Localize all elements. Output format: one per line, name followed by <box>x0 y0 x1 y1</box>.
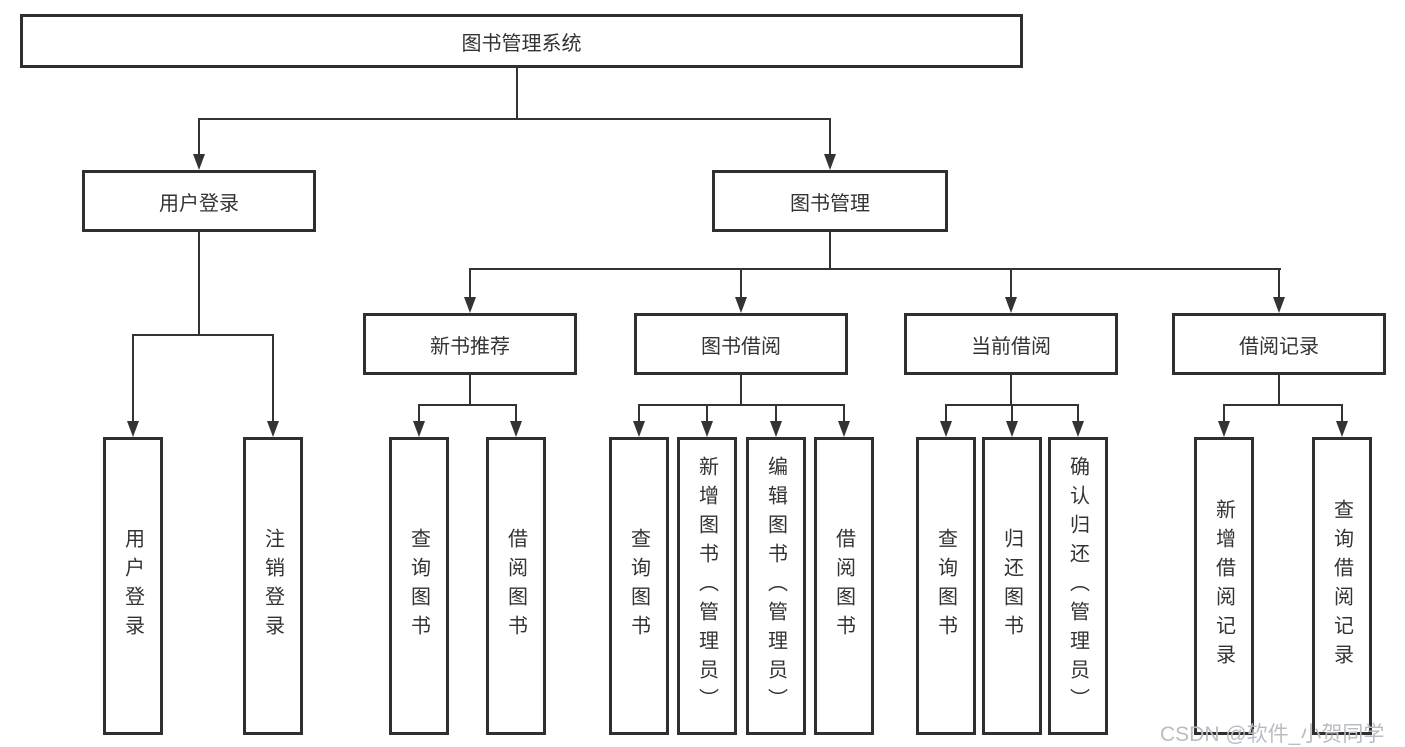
connector-branch <box>706 404 708 424</box>
leaf-user-login: 用户登录 <box>103 437 163 735</box>
connector-branch <box>1010 268 1012 300</box>
arrowhead-down-icon <box>1336 421 1348 437</box>
arrowhead-down-icon <box>735 297 747 313</box>
connector-l1-left <box>198 118 200 158</box>
arrowhead-down-icon <box>267 421 279 437</box>
connector-branch <box>1278 268 1280 300</box>
arrowhead-down-icon <box>193 154 205 170</box>
connector-branch <box>515 404 517 424</box>
connector-branch <box>638 404 640 424</box>
arrowhead-down-icon <box>413 421 425 437</box>
arrowhead-down-icon <box>1006 421 1018 437</box>
arrowhead-down-icon <box>940 421 952 437</box>
connector-branch <box>945 404 947 424</box>
connector-branch <box>775 404 777 424</box>
connector-branch <box>272 334 274 424</box>
connector-root-stem <box>516 68 518 120</box>
arrowhead-down-icon <box>127 421 139 437</box>
connector-hbar <box>638 404 845 406</box>
connector-stem <box>469 375 471 406</box>
connector-userlogin-hbar <box>132 334 274 336</box>
connector-userlogin-stem <box>198 232 200 336</box>
node-user-login: 用户登录 <box>82 170 316 232</box>
connector-branch <box>1077 404 1079 424</box>
connector-branch <box>1223 404 1225 424</box>
leaf-add-book-admin: 新增图书（管理员） <box>677 437 737 735</box>
connector-branch <box>418 404 420 424</box>
arrowhead-down-icon <box>1273 297 1285 313</box>
arrowhead-down-icon <box>1072 421 1084 437</box>
connector-branch <box>843 404 845 424</box>
arrowhead-down-icon <box>1005 297 1017 313</box>
connector-l1-right <box>829 118 831 158</box>
connector-branch <box>740 268 742 300</box>
arrowhead-down-icon <box>633 421 645 437</box>
connector-stem <box>1010 375 1012 406</box>
leaf-newbook-borrow-books: 借阅图书 <box>486 437 546 735</box>
arrowhead-down-icon <box>701 421 713 437</box>
leaf-return-books: 归还图书 <box>982 437 1042 735</box>
connector-bookmgmt-stem <box>829 231 831 270</box>
leaf-borrow-books: 借阅图书 <box>814 437 874 735</box>
arrowhead-down-icon <box>464 297 476 313</box>
connector-branch <box>132 334 134 424</box>
connector-hbar <box>418 404 517 406</box>
leaf-logout: 注销登录 <box>243 437 303 735</box>
connector-branch <box>1011 404 1013 424</box>
leaf-add-borrow-record: 新增借阅记录 <box>1194 437 1254 735</box>
leaf-confirm-return-admin: 确认归还（管理员） <box>1048 437 1108 735</box>
node-book-management: 图书管理 <box>712 170 948 232</box>
connector-stem <box>1278 375 1280 406</box>
leaf-edit-book-admin: 编辑图书（管理员） <box>746 437 806 735</box>
leaf-newbook-query-books: 查询图书 <box>389 437 449 735</box>
node-root: 图书管理系统 <box>20 14 1023 68</box>
connector-branch <box>469 268 471 300</box>
leaf-borrow-query-books: 查询图书 <box>609 437 669 735</box>
connector-branch <box>1341 404 1343 424</box>
connector-l1-hbar <box>198 118 831 120</box>
arrowhead-down-icon <box>1218 421 1230 437</box>
arrowhead-down-icon <box>770 421 782 437</box>
leaf-current-query-books: 查询图书 <box>916 437 976 735</box>
connector-stem <box>740 375 742 406</box>
node-borrow-record: 借阅记录 <box>1172 313 1386 375</box>
leaf-query-borrow-record: 查询借阅记录 <box>1312 437 1372 735</box>
node-book-borrow: 图书借阅 <box>634 313 848 375</box>
node-new-book-recommend: 新书推荐 <box>363 313 577 375</box>
csdn-watermark: CSDN @软件_小贺同学 <box>1160 723 1385 746</box>
connector-l3-hbar <box>469 268 1281 270</box>
connector-hbar <box>1223 404 1343 406</box>
arrowhead-down-icon <box>824 154 836 170</box>
arrowhead-down-icon <box>838 421 850 437</box>
node-current-borrow: 当前借阅 <box>904 313 1118 375</box>
arrowhead-down-icon <box>510 421 522 437</box>
